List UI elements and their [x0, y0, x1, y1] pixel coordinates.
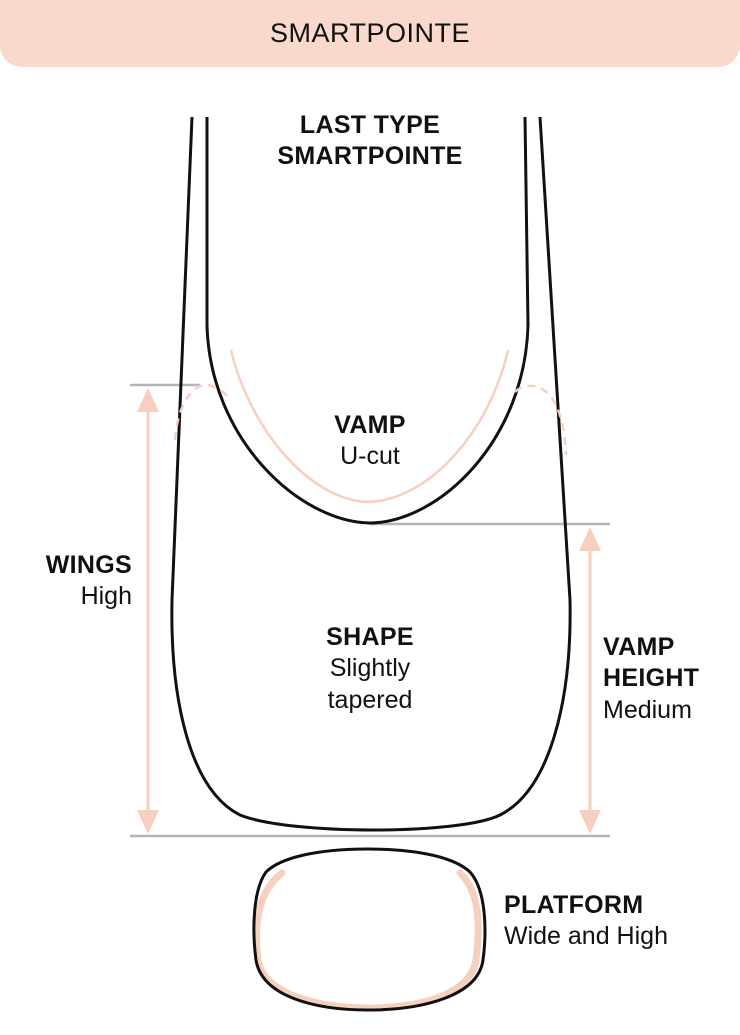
wings-height-arrow: [137, 388, 159, 834]
shape-label: SHAPE Slightly tapered: [290, 622, 450, 716]
vamp-height-title-line2: HEIGHT: [603, 664, 700, 693]
wings-label: WINGS High: [10, 550, 132, 613]
shape-title: SHAPE: [326, 623, 414, 651]
vamp-label: VAMP U-cut: [300, 410, 440, 473]
wing-left-dashed: [173, 383, 232, 441]
platform-shape: [252, 847, 487, 1012]
vamp-height-value: Medium: [603, 695, 692, 724]
last-type-label: LAST TYPE SMARTPOINTE: [250, 110, 490, 173]
platform-value: Wide and High: [504, 922, 668, 951]
vamp-height-title-line1: VAMP: [603, 633, 675, 661]
shape-value-line1: Slightly: [329, 654, 411, 683]
platform-title: PLATFORM: [504, 891, 644, 919]
vamp-height-arrow: [579, 527, 601, 834]
vamp-value: U-cut: [340, 442, 400, 471]
shoe-inner-left: [205, 116, 530, 525]
wings-value: High: [80, 582, 132, 611]
header-title: SMARTPOINTE: [269, 18, 471, 48]
platform-label: PLATFORM Wide and High: [504, 890, 734, 953]
last-type-title: LAST TYPE: [299, 111, 441, 139]
shoe-outer-outline: [170, 116, 572, 832]
vamp-height-label: VAMP HEIGHT Medium: [603, 632, 738, 726]
wings-title: WINGS: [45, 551, 132, 579]
shape-value-line2: tapered: [327, 685, 413, 714]
last-type-value: SMARTPOINTE: [277, 142, 463, 171]
vamp-accent-curve: [229, 349, 510, 504]
vamp-title: VAMP: [334, 411, 406, 439]
header-banner: SMARTPOINTE: [0, 0, 740, 67]
